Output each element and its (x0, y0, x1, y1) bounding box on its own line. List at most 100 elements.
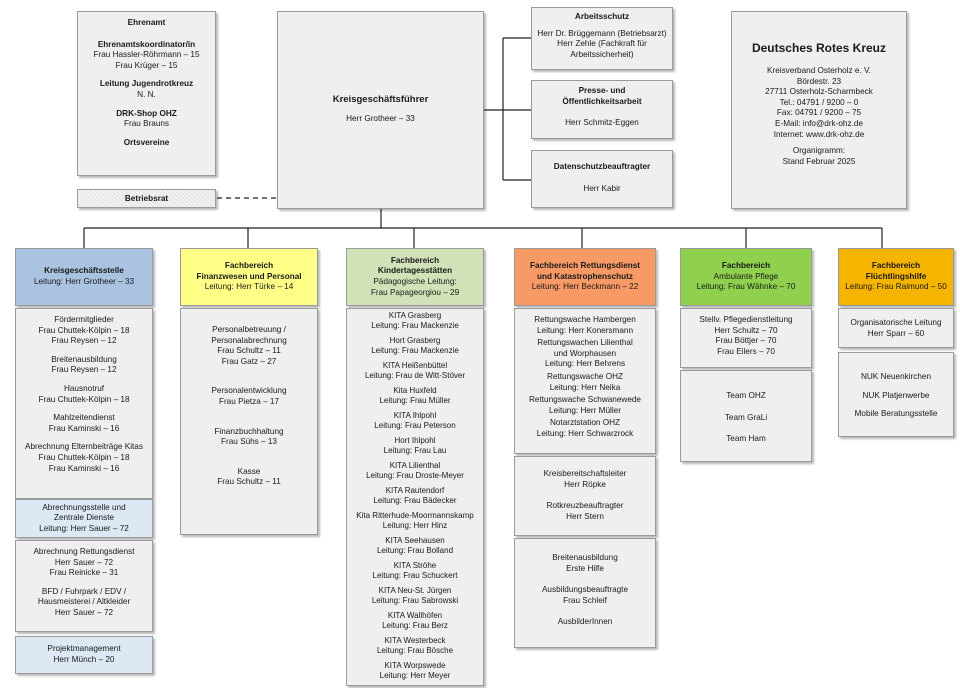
kita-name: KITA Heißenbüttel (382, 361, 448, 370)
datenschutz-person: Herr Kabir (583, 183, 621, 193)
list-item: Rettungswache Schwanewede (529, 395, 641, 405)
list-item: Finanzbuchhaltung (214, 426, 284, 436)
ehrenamtskoordinator-person: Frau Hassler-Röhrmann – 15 (93, 50, 200, 60)
list-item: Frau Reysen – 12 (51, 336, 117, 346)
arbeitsschutz-box: Arbeitsschutz Herr Dr. Brüggemann (Betri… (531, 7, 673, 70)
header-title: Fachbereich (721, 261, 771, 271)
presse-person: Herr Schmitz-Eggen (565, 118, 639, 128)
list-item: BFD / Fuhrpark / EDV / (41, 586, 127, 596)
list-item: Herr Schultz – 70 (714, 325, 778, 335)
drk-website: Internet: www.drk-ohz.de (773, 129, 865, 139)
drk-address: 27711 Osterholz-Scharmbeck (765, 87, 873, 97)
list-item: Rotkreuzbeauftragter (546, 501, 624, 511)
rettungswachen-list: Rettungswache Hambergen Leitung: Herr Ko… (514, 308, 656, 454)
arbeitsschutz-person: Arbeitssicherheit) (570, 49, 634, 59)
list-item: Frau Reinicke – 31 (49, 568, 119, 578)
list-item: Hausnotruf (63, 383, 105, 393)
list-item: Frau Schleif (563, 595, 607, 605)
ehrenamtskoordinator-title: Ehrenamtskoordinator/in (97, 39, 196, 49)
kreisgeschaeftsstelle-list: Fördermitglieder Frau Chuttek-Kölpin – 1… (15, 308, 153, 499)
list-item: Personalbetreuung / (212, 325, 286, 334)
list-item: Leitung: Herr Schwarzrock (536, 428, 634, 438)
list-item: Leitung: Herr Neika (549, 382, 621, 392)
kita-leitung: Leitung: Frau Sabrowski (371, 596, 459, 605)
header-title: Ambulante Pflege (713, 271, 779, 281)
header-title: Fachbereich (224, 261, 274, 271)
drk-info-box: Deutsches Rotes Kreuz Kreisverband Oster… (731, 11, 907, 209)
header-title: Finanzwesen und Personal (196, 271, 302, 281)
header-lead: Leitung: Herr Beckmann – 22 (531, 282, 639, 292)
drk-fax: Fax: 04791 / 9200 – 75 (776, 108, 862, 118)
kita-name: Kita Huxfeld (393, 386, 437, 395)
kita-name: KITA Ihlpohl (393, 411, 437, 420)
list-item: Personalabrechnung (211, 335, 287, 345)
list-item: Frau Kaminski – 16 (48, 463, 120, 473)
kita-leitung: Leitung: Herr Meyer (379, 671, 451, 680)
list-item: Team GraLi (724, 412, 768, 422)
kita-leitung: Leitung: Frau Mackenzie (371, 346, 459, 355)
kita-name: KITA Ströhe (393, 561, 437, 570)
header-title: Kreisgeschäftsstelle (44, 266, 124, 276)
list-item: Frau Chuttek-Kölpin – 18 (38, 452, 130, 462)
fluechtlingshilfe-leitung: Organisatorische Leitung Herr Sparr – 60 (838, 308, 954, 348)
header-title: Fachbereich Rettungsdienst (529, 261, 641, 271)
kindertagesstaetten-header: Fachbereich Kindertagesstätten Pädagogis… (346, 248, 484, 306)
header-title: Fachbereich (871, 261, 921, 271)
kita-leitung: Leitung: Frau Bolland (376, 546, 454, 555)
list-item: Team Ham (726, 434, 766, 444)
kita-name: KITA Westerbeck (384, 636, 446, 645)
jugendrotkreuz-person: N. N. (137, 89, 156, 99)
list-item: Frau Böttjer – 70 (715, 336, 777, 346)
fluechtlingshilfe-header: Fachbereich Flüchtlingshilfe Leitung: Fr… (838, 248, 954, 306)
fluechtlingshilfe-einrichtungen: NUK Neuenkirchen NUK Platjenwerbe Mobile… (838, 352, 954, 437)
list-item: NUK Neuenkirchen (860, 372, 932, 381)
kreisgeschaeftsstelle-header: Kreisgeschäftsstelle Leitung: Herr Groth… (15, 248, 153, 306)
ehrenamt-title: Ehrenamt (127, 18, 166, 27)
rettungsdienst-header: Fachbereich Rettungsdienst und Katastrop… (514, 248, 656, 306)
kita-name: KITA Neu-St. Jürgen (378, 586, 452, 595)
list-item: Team OHZ (726, 391, 766, 400)
list-item: Frau Schultz – 11 (217, 477, 281, 487)
list-item: Erste Hilfe (566, 563, 604, 573)
list-item: Herr Münch – 20 (53, 655, 115, 664)
kita-leitung: Leitung: Frau Mackenzie (371, 321, 459, 330)
drk-address: Kreisverband Osterholz e. V. (767, 66, 871, 75)
header-title: Kindertagesstätten (377, 266, 453, 276)
header-title: und Katastrophenschutz (537, 271, 633, 281)
list-item: Kreisbereitschaftsleiter (543, 469, 627, 478)
header-lead: Leitung: Herr Sauer – 72 (39, 523, 129, 533)
datenschutz-title: Datenschutzbeauftragter (553, 162, 651, 171)
list-item: Organisatorische Leitung (850, 318, 942, 327)
betriebsrat-label: Betriebsrat (124, 194, 169, 203)
presse-title: Presse- und (578, 86, 626, 95)
betriebsrat-box: Betriebsrat (77, 189, 216, 208)
arbeitsschutz-title: Arbeitsschutz (574, 12, 630, 21)
list-item: Personalentwicklung (211, 386, 287, 396)
list-item: Frau Schultz – 11 (217, 346, 281, 356)
drk-shop-person: Frau Brauns (123, 119, 170, 129)
header-lead: Pädagogische Leitung: (373, 277, 457, 286)
list-item: Frau Pietza – 17 (218, 396, 280, 406)
drk-phone: Tel.: 04791 / 9200 – 0 (779, 97, 859, 107)
list-item: Leitung: Herr Behrens (544, 359, 626, 369)
kita-leitung: Leitung: Frau Lau (383, 446, 447, 455)
finanzwesen-list: Personalbetreuung / Personalabrechnung F… (180, 308, 318, 535)
list-item: Rettungswache Hambergen (534, 315, 636, 324)
ambulante-pflege-teams: Team OHZ Team GraLi Team Ham (680, 370, 812, 462)
header-lead: Leitung: Frau Wähnke – 70 (696, 282, 796, 292)
kita-name: KITA Rautendorf (385, 486, 445, 495)
list-item: Ausbildungsbeauftragte (541, 585, 629, 595)
list-item: Frau Gatz – 27 (221, 356, 277, 366)
header-lead: Leitung: Herr Türke – 14 (204, 282, 294, 292)
list-item: Abrechnung Elternbeiträge Kitas (25, 442, 143, 452)
header-title: Flüchtlingshilfe (865, 271, 927, 281)
ehrenamt-box: Ehrenamt Ehrenamtskoordinator/in Frau Ha… (77, 11, 216, 176)
list-item: Herr Röpke (564, 479, 606, 489)
